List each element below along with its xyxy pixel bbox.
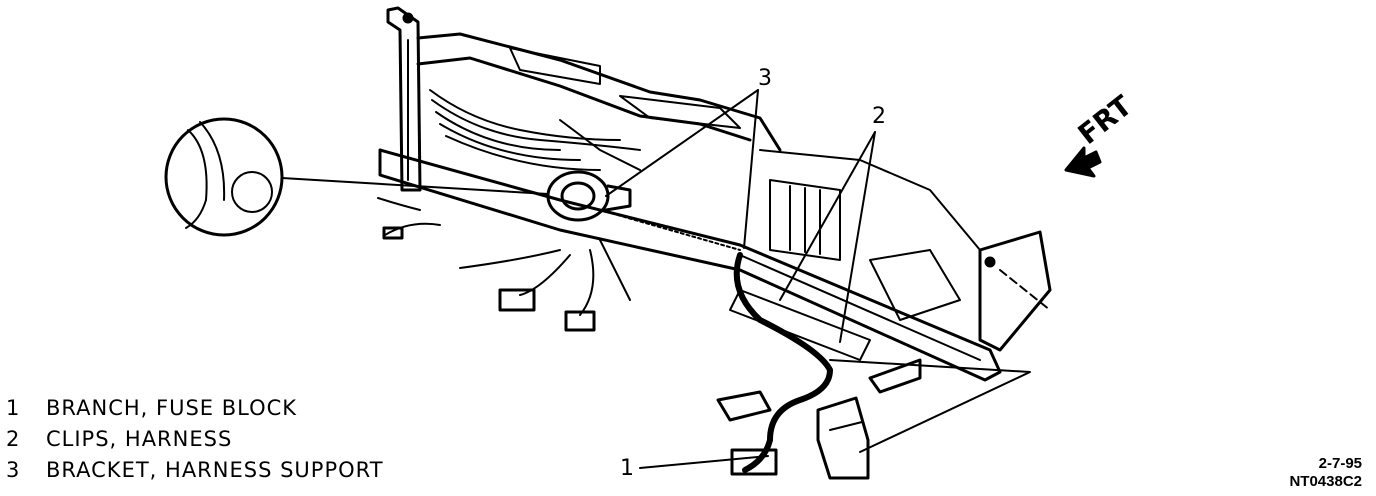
callout-2: 2 xyxy=(872,104,886,129)
legend-number: 1 xyxy=(6,396,21,420)
legend-number: 2 xyxy=(6,427,21,451)
legend-text: BRANCH, FUSE BLOCK xyxy=(46,396,298,420)
fuse-block xyxy=(816,396,870,480)
reference-date: 2-7-95 xyxy=(1318,455,1362,472)
callout-1: 1 xyxy=(620,456,634,481)
legend: 1 BRANCH, FUSE BLOCK 2 CLIPS, HARNESS 3 … xyxy=(6,396,384,489)
legend-number: 3 xyxy=(6,458,21,482)
right-bracket xyxy=(978,230,1052,352)
legend-item: 2 CLIPS, HARNESS xyxy=(6,427,384,458)
detail-magnifier xyxy=(164,117,549,237)
center-panel xyxy=(729,149,981,361)
leader-lines xyxy=(605,89,876,469)
legend-item: 3 BRACKET, HARNESS SUPPORT xyxy=(6,458,384,489)
reference-code: NT0438C2 xyxy=(1289,473,1362,490)
left-harness-bundle xyxy=(429,89,641,171)
support-plane xyxy=(829,358,1031,453)
upper-beam xyxy=(416,32,782,152)
dangling-wires xyxy=(377,197,631,332)
legend-text: BRACKET, HARNESS SUPPORT xyxy=(46,458,384,482)
harness-branch xyxy=(716,252,833,476)
left-pillar xyxy=(386,6,422,192)
legend-item: 1 BRANCH, FUSE BLOCK xyxy=(6,396,384,427)
lower-beam xyxy=(378,148,1002,382)
front-direction-arrow xyxy=(1064,146,1102,178)
round-component xyxy=(546,170,632,222)
callout-3: 3 xyxy=(758,66,772,91)
legend-text: CLIPS, HARNESS xyxy=(46,427,233,451)
